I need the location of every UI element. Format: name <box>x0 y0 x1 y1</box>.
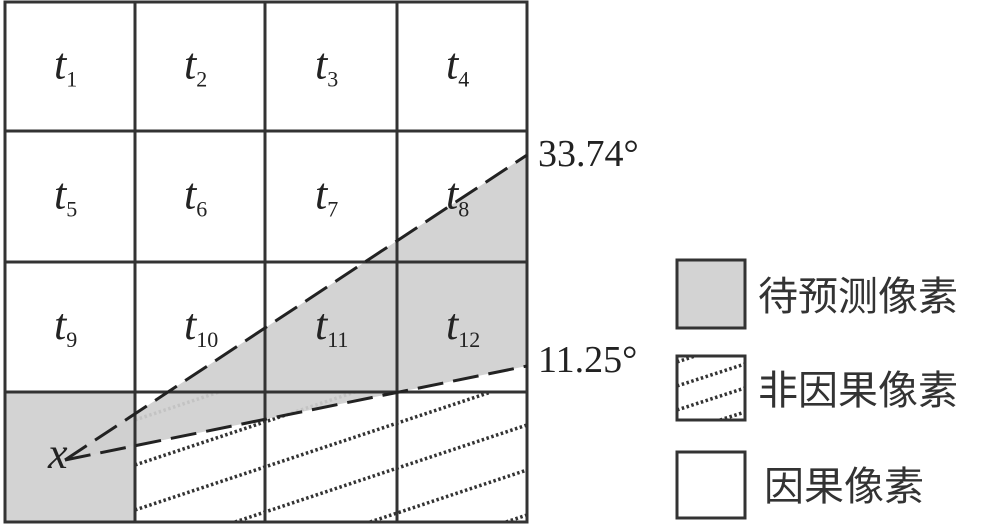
lower-angle-label: 11.25° <box>538 339 637 381</box>
cell-subscript: 9 <box>66 327 77 352</box>
cell-main-letter: t <box>54 170 68 219</box>
cell-label-t5: t5 <box>54 170 77 222</box>
cell-label-t8: t8 <box>446 170 469 222</box>
cell-main-letter: t <box>315 40 329 89</box>
legend-hatch <box>677 356 745 420</box>
cell-label-t7: t7 <box>315 170 338 222</box>
cell-subscript: 7 <box>327 197 338 222</box>
legend-label-to-predict: 待预测像素 <box>758 274 958 320</box>
upper-boundary-line <box>64 153 528 462</box>
cell-label-t1: t1 <box>54 40 77 92</box>
upper-angle-label: 33.74° <box>538 133 639 175</box>
cell-main-letter: t <box>446 40 460 89</box>
legend-label-non-causal: 非因果像素 <box>758 368 958 414</box>
legend-swatch-gray <box>675 258 747 330</box>
cell-subscript: 10 <box>196 327 218 352</box>
cell-main-letter: t <box>446 300 460 349</box>
cell-subscript: 8 <box>458 197 469 222</box>
legend-swatch-hatched <box>675 354 747 422</box>
cell-label-t11: t11 <box>315 300 348 352</box>
cell-subscript: 1 <box>66 67 77 92</box>
cell-label-t9: t9 <box>54 300 77 352</box>
pixel-grid <box>3 0 529 524</box>
cell-main-letter: t <box>315 170 329 219</box>
cell-subscript: 5 <box>66 197 77 222</box>
cell-label-t4: t4 <box>446 40 469 92</box>
cell-main-letter: t <box>184 40 198 89</box>
cell-subscript: 12 <box>458 327 480 352</box>
cell-label-t10: t10 <box>184 300 218 352</box>
cell-main-letter: t <box>184 170 198 219</box>
cell-subscript: 2 <box>196 67 207 92</box>
cell-subscript: 3 <box>327 67 338 92</box>
cell-label-t3: t3 <box>315 40 338 92</box>
cell-main-letter: t <box>54 40 68 89</box>
cell-main-letter: t <box>184 300 198 349</box>
cell-label-t12: t12 <box>446 300 480 352</box>
cell-subscript: 6 <box>196 197 207 222</box>
cell-main-letter: t <box>315 300 329 349</box>
cell-label-t2: t2 <box>184 40 207 92</box>
lower-boundary-line <box>64 364 528 462</box>
non-causal-hatch <box>135 392 527 522</box>
cell-label-t6: t6 <box>184 170 207 222</box>
legend-swatch-white <box>675 450 747 520</box>
cell-main-letter: t <box>446 170 460 219</box>
cell-subscript: 4 <box>458 67 469 92</box>
angle-boundaries <box>64 153 528 462</box>
cell-subscript: 11 <box>327 327 348 352</box>
cell-main-letter: t <box>54 300 68 349</box>
legend-label-causal: 因果像素 <box>764 464 924 510</box>
target-pixel-label: x <box>47 429 68 478</box>
